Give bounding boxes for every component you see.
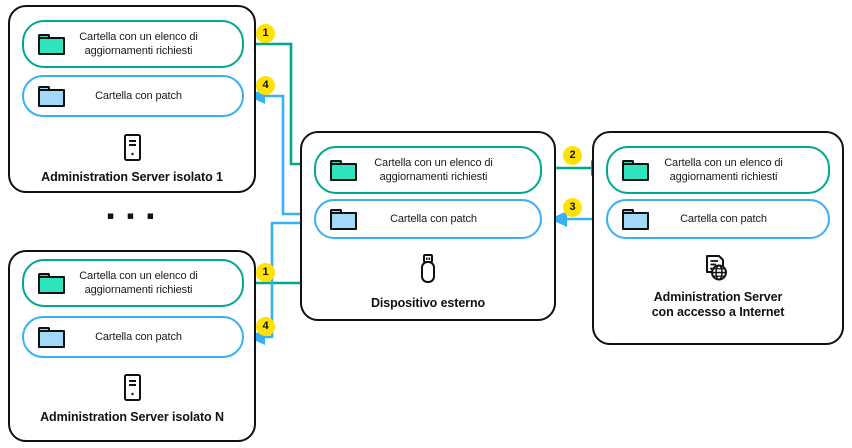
folder-row-patch-iso1[interactable]: Cartella con patch: [22, 75, 244, 117]
step-badge-4-top: 4: [256, 76, 275, 95]
step-badge-3: 3: [563, 198, 582, 217]
folder-blue-icon: [330, 208, 357, 230]
ellipsis-separator: ▪ ▪ ▪: [106, 203, 158, 228]
step-badge-1-top: 1: [256, 24, 275, 43]
step-badge-1-bottom: 1: [256, 263, 275, 282]
node-caption-external-device: Dispositivo esterno: [370, 296, 486, 310]
server-icon: [112, 128, 152, 168]
folder-green-icon: [38, 33, 65, 55]
folder-row-label: Cartella con patch: [680, 213, 767, 225]
node-caption-isolated-server-1: Administration Server isolato 1: [41, 170, 223, 184]
folder-row-patch-external[interactable]: Cartella con patch: [314, 199, 542, 239]
folder-row-label: Cartella con patch: [95, 331, 182, 343]
folder-blue-icon: [38, 326, 65, 348]
folder-green-icon: [330, 159, 357, 181]
folder-row-label: Cartella con patch: [95, 90, 182, 102]
folder-green-icon: [622, 159, 649, 181]
usb-drive-icon: [408, 250, 448, 290]
server-icon: [112, 368, 152, 408]
folder-row-patch-internet[interactable]: Cartella con patch: [606, 199, 830, 239]
node-caption-isolated-server-n: Administration Server isolato N: [40, 410, 224, 424]
folder-blue-icon: [622, 208, 649, 230]
step-badge-2: 2: [563, 146, 582, 165]
folder-row-patch-isoN[interactable]: Cartella con patch: [22, 316, 244, 358]
folder-row-label: Cartella con patch: [390, 213, 477, 225]
folder-green-icon: [38, 272, 65, 294]
step-badge-4-bottom: 4: [256, 317, 275, 336]
folder-blue-icon: [38, 85, 65, 107]
server-internet-icon: [696, 250, 736, 290]
